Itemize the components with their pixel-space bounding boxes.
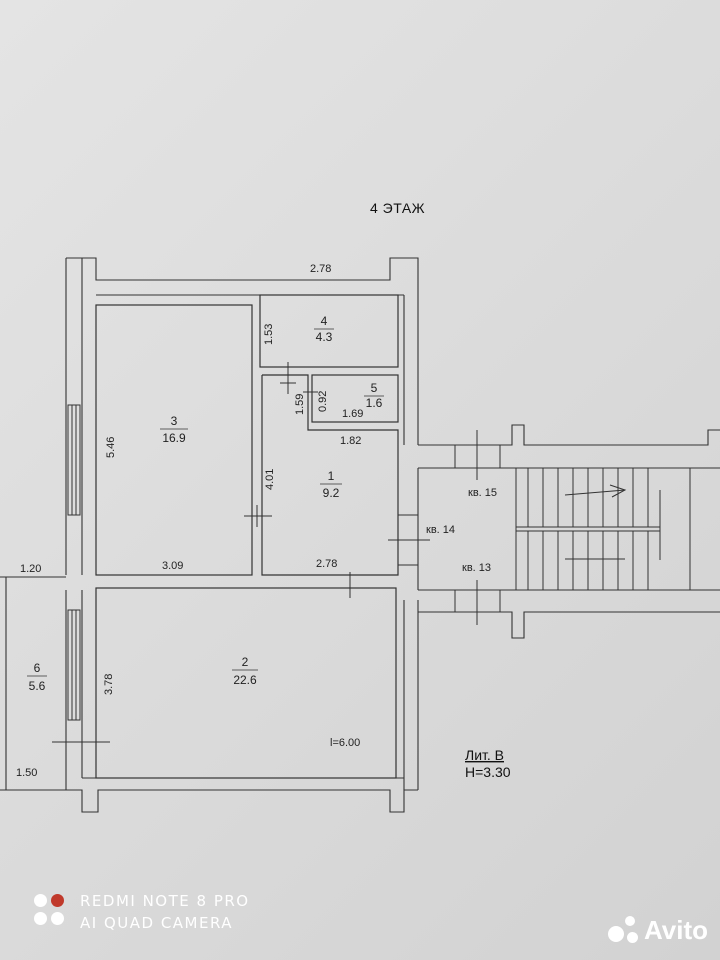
staircase (515, 467, 691, 591)
dim-r2-height: 3.78 (103, 674, 115, 695)
dimensions: 2.78 1.53 1.59 0.92 1.69 1.82 4.01 2.78 … (16, 263, 363, 779)
outer-walls (0, 257, 720, 813)
room-labels: 3 16.9 4 4.3 5 1.6 1 9.2 2 22.6 6 5.6 (27, 314, 384, 693)
camera-model-text: REDMI NOTE 8 PRO (80, 892, 250, 910)
room-4-area: 4.3 (316, 330, 333, 344)
stair-labels: кв. 15 кв. 14 кв. 13 (426, 487, 497, 574)
windows (67, 404, 81, 721)
camera-brand-icon (30, 892, 70, 932)
apartment-13-label: кв. 13 (462, 562, 491, 574)
room-3 (95, 304, 253, 576)
door-marks (52, 362, 501, 743)
room-5-number: 5 (371, 381, 378, 395)
dim-r6-bottom: 1.50 (16, 767, 37, 779)
room-4 (259, 294, 399, 368)
apartment-15-label: кв. 15 (468, 487, 497, 499)
room-4-number: 4 (321, 314, 328, 328)
avito-wordmark: Avito (643, 915, 708, 945)
dim-r1-width-top: 1.82 (340, 435, 361, 447)
room-2-area: 22.6 (233, 673, 257, 687)
dim-r5-width: 1.69 (342, 408, 363, 420)
dim-r1-height: 4.01 (264, 469, 276, 490)
room-2 (95, 587, 397, 779)
dim-r1-width-bottom: 2.78 (316, 558, 337, 570)
dim-r6-top: 1.20 (20, 563, 41, 575)
rooms (95, 294, 399, 779)
avito-watermark: Avito (607, 915, 708, 946)
dim-r4-height: 1.53 (263, 324, 275, 345)
dim-r5-height-b: 0.92 (317, 391, 329, 412)
dim-r3-width: 3.09 (162, 560, 183, 572)
room-2-number: 2 (242, 655, 249, 669)
room-1-number: 1 (328, 469, 335, 483)
dim-r2-width: l=6.00 (330, 737, 360, 749)
camera-feature-text: AI QUAD CAMERA (80, 914, 234, 932)
room-3-number: 3 (171, 414, 178, 428)
room-5 (311, 374, 399, 423)
room-6-number: 6 (34, 661, 41, 675)
apartment-14-label: кв. 14 (426, 524, 455, 536)
floor-title: 4 ЭТАЖ (370, 200, 425, 216)
room-3-area: 16.9 (162, 431, 186, 445)
dim-top: 2.78 (310, 263, 331, 275)
dim-r5-height-a: 1.59 (294, 394, 306, 415)
litera-line-1: Лит. В (465, 747, 504, 763)
room-6-area: 5.6 (29, 679, 46, 693)
room-1-area: 9.2 (323, 486, 340, 500)
room-5-area: 1.6 (366, 396, 383, 410)
litera-line-2: Н=3.30 (465, 764, 511, 780)
room-1 (261, 374, 399, 576)
avito-logo-icon (607, 915, 638, 946)
dim-r3-height: 5.46 (105, 437, 117, 458)
